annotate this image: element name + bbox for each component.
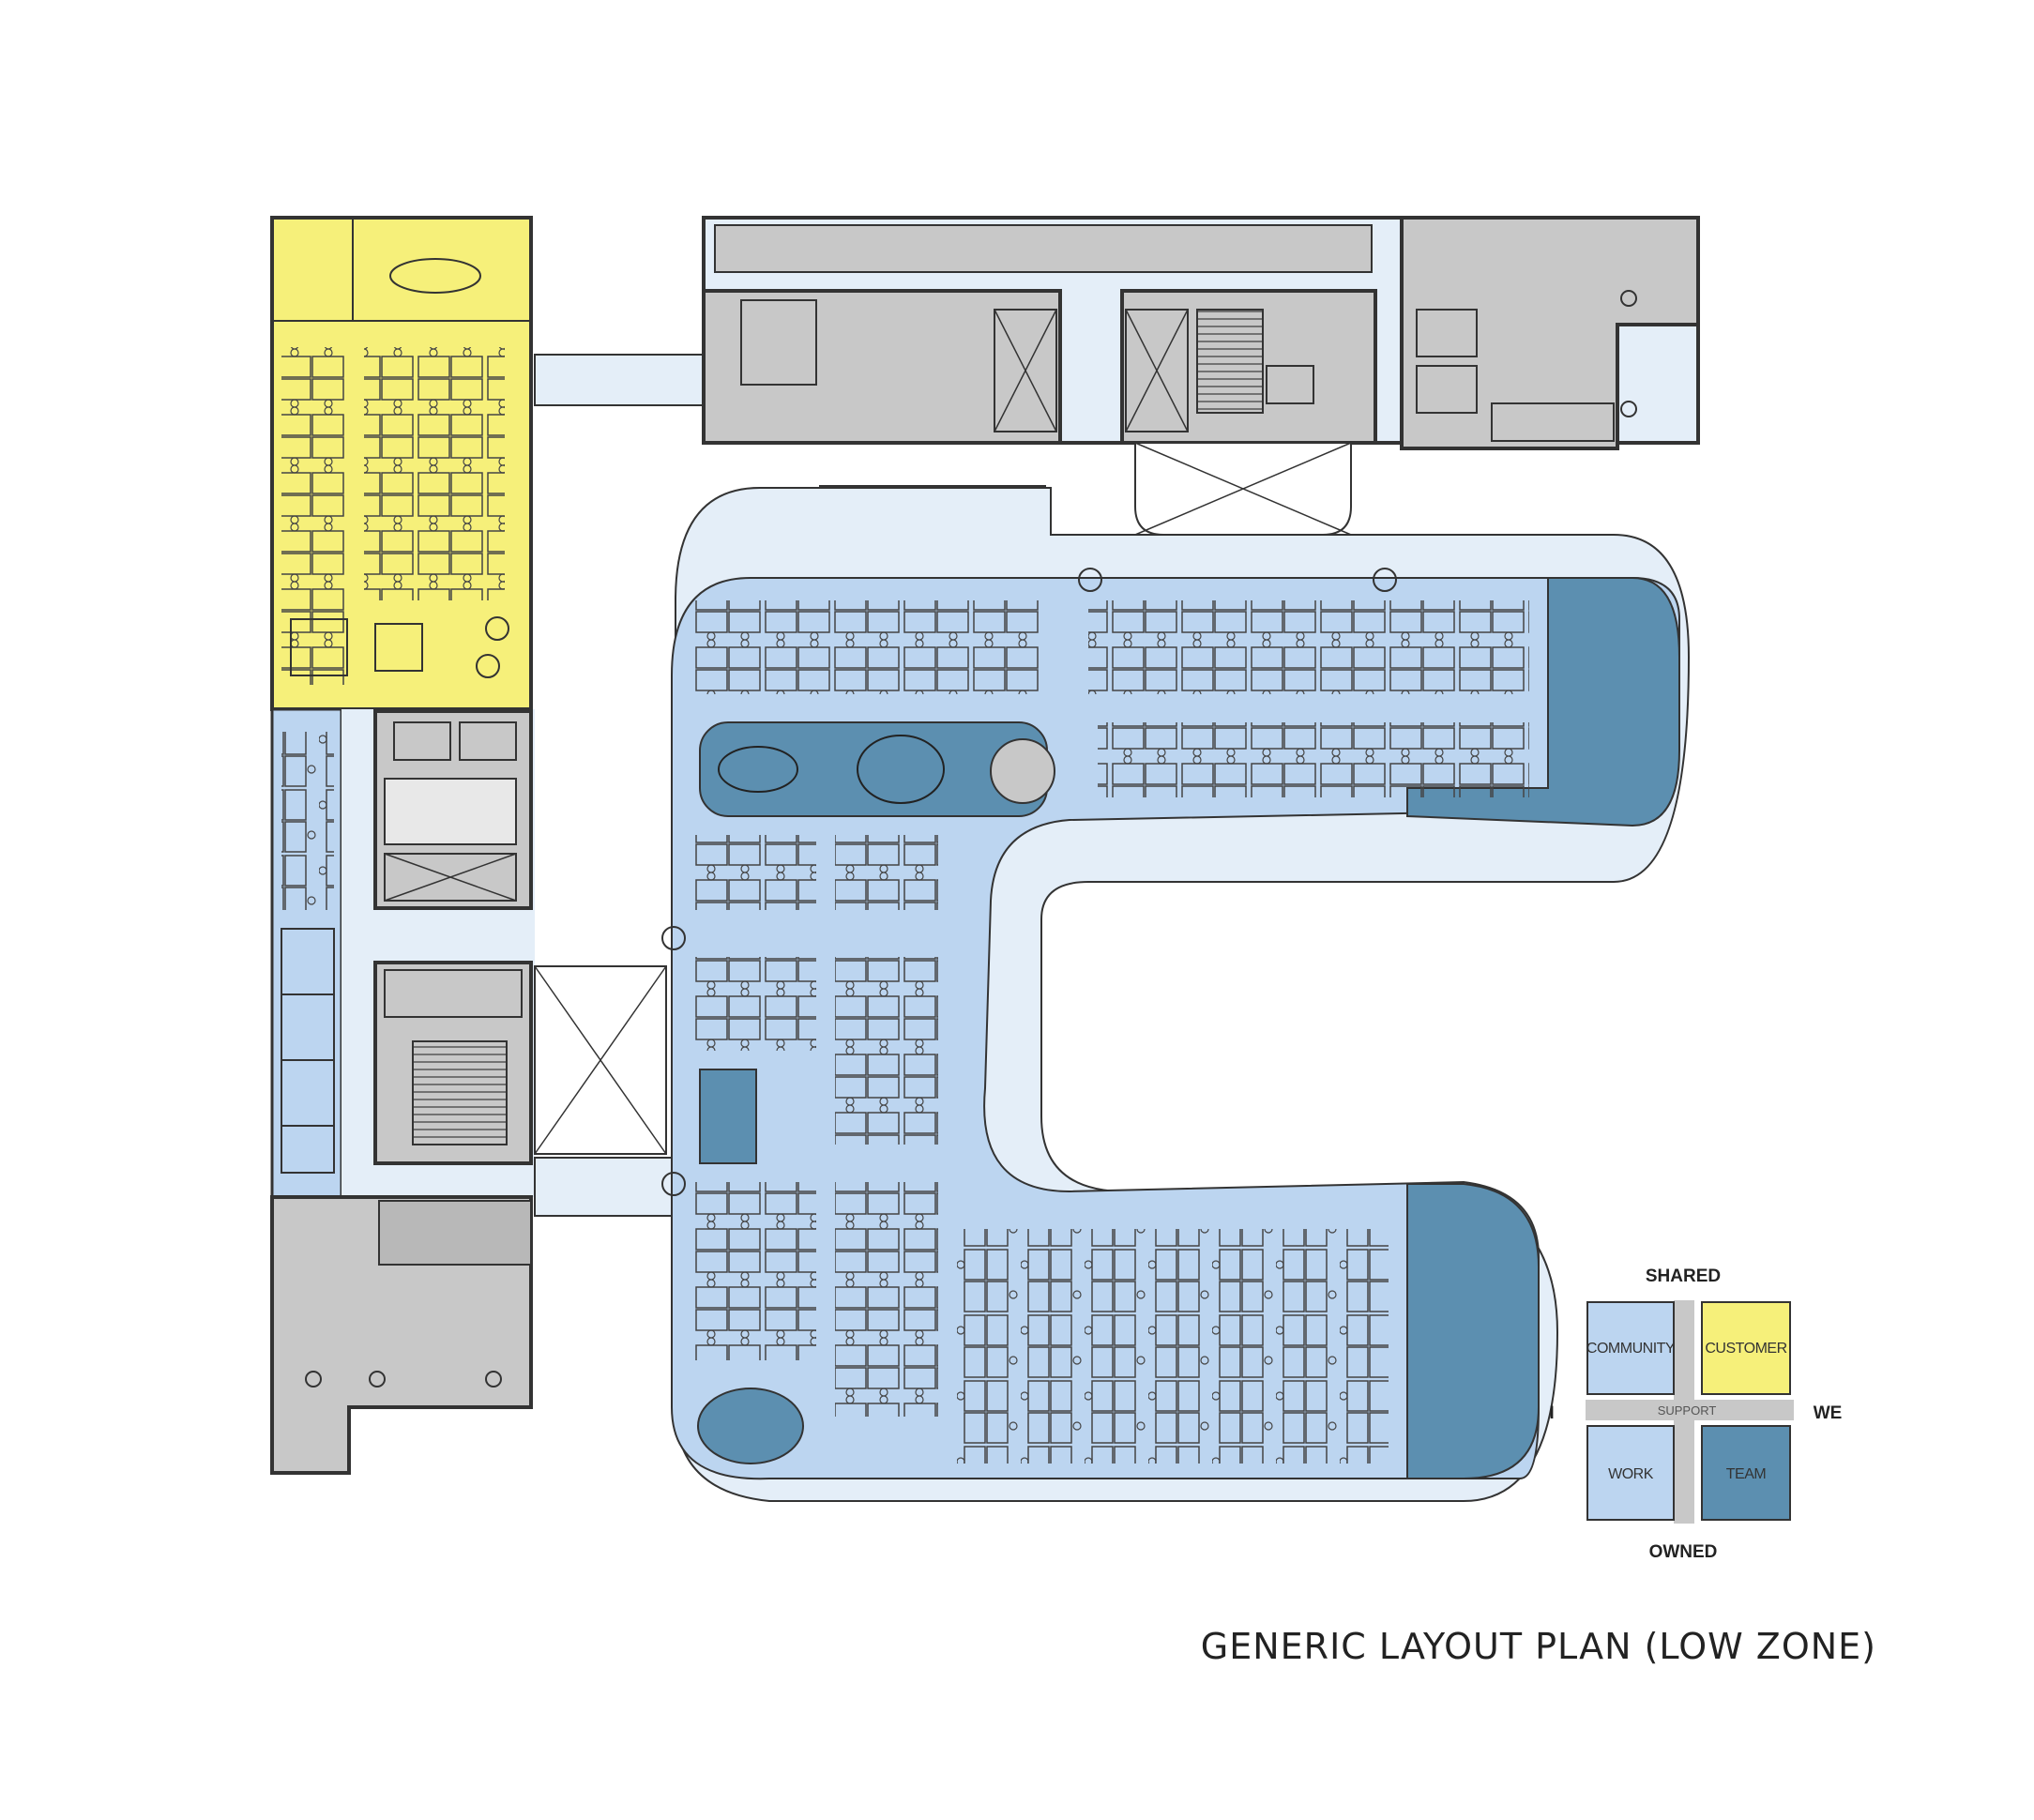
legend-customer-box (1701, 1301, 1791, 1395)
team-zone-right-top (1406, 577, 1680, 827)
bridge-bottom (534, 1157, 676, 1217)
plan-title: GENERIC LAYOUT PLAN (LOW ZONE) (1201, 1626, 1876, 1667)
legend-team-label: TEAM (1726, 1466, 1767, 1482)
team-zone-right-bottom (1406, 1183, 1540, 1479)
main-floor (661, 487, 1691, 1502)
support-zone-left (270, 1195, 533, 1475)
legend-work-label: WORK (1608, 1466, 1654, 1482)
legend-work-box (1586, 1425, 1675, 1521)
team-lounge (697, 1388, 804, 1464)
legend-we-label: WE (1814, 1403, 1843, 1423)
bridge-top (534, 354, 705, 406)
legend-i-label: I (1549, 1403, 1554, 1423)
legend-support-horizontal (1586, 1400, 1794, 1420)
legend: SHARED OWNED I WE SUPPORT COMMUNITY CUST… (1549, 1266, 1842, 1562)
legend-support-label: SUPPORT (1658, 1403, 1717, 1418)
legend-customer-label: CUSTOMER (1705, 1341, 1786, 1357)
legend-shared-label: SHARED (1646, 1266, 1721, 1286)
team-pod (699, 1069, 757, 1164)
legend-community-box (1586, 1301, 1675, 1395)
legend-community-label: COMMUNITY (1586, 1341, 1676, 1357)
left-wing (270, 216, 667, 1475)
legend-owned-label: OWNED (1649, 1542, 1718, 1562)
legend-team-box (1701, 1425, 1791, 1521)
